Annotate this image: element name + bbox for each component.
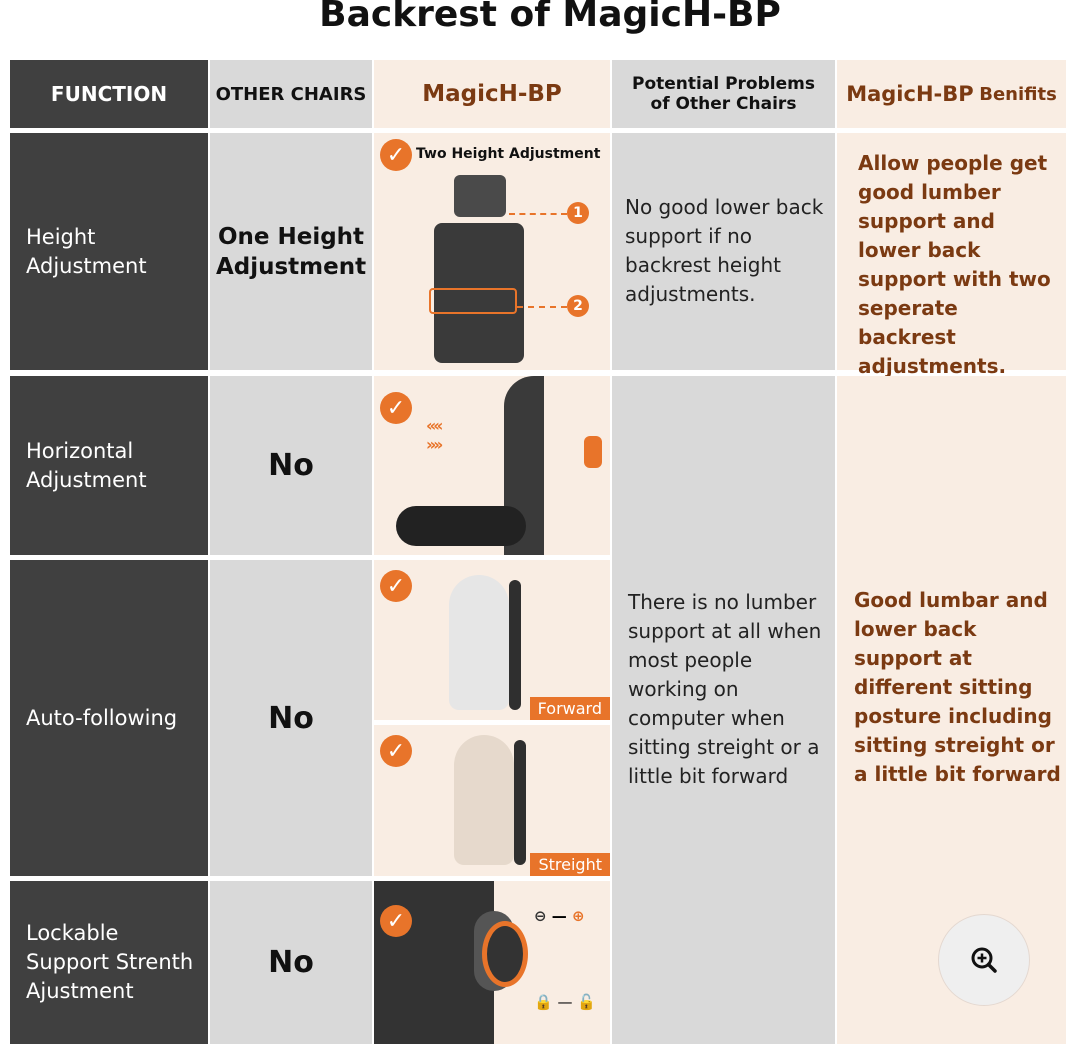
check-icon: ✓ (380, 905, 412, 937)
marker-1: 1 (567, 202, 589, 224)
header-magich: MagicH-BP (374, 60, 610, 128)
headrest-shape (454, 175, 506, 217)
image-caption: Two Height Adjustment (416, 146, 601, 162)
person-shape (454, 735, 514, 865)
person-shape (449, 575, 509, 710)
knob-icon (482, 921, 528, 987)
header-benefits: MagicH-BP Benifits (837, 60, 1066, 128)
check-icon: ✓ (380, 735, 412, 767)
check-icon: ✓ (380, 392, 412, 424)
tag-straight: Streight (530, 853, 610, 876)
arrows-icon: ‹‹‹‹›››› (426, 416, 443, 454)
problem-height: No good lower back support if no backres… (612, 133, 835, 370)
check-icon: ✓ (380, 139, 412, 171)
tag-forward: Forward (529, 697, 610, 720)
function-height: Height Adjustment (10, 133, 208, 370)
chair-backrest-shape (434, 223, 524, 363)
benefit-height: Allow people get good lumber support and… (837, 133, 1066, 378)
lumbar-highlight (429, 288, 517, 314)
other-height: One Height Adjustment (210, 133, 372, 370)
lock-to-unlock-icon: 🔒 — 🔓 (534, 993, 596, 1011)
function-horizontal: Horizontal Adjustment (10, 376, 208, 555)
dashed-line (509, 213, 567, 215)
check-icon: ✓ (380, 570, 412, 602)
problem-lumbar: There is no lumber support at all when m… (612, 376, 835, 1044)
header-problems: Potential Problems of Other Chairs (612, 60, 835, 128)
dashed-line (517, 306, 567, 308)
header-benefits-word: Benifits (979, 83, 1057, 105)
image-horizontal: ✓ ‹‹‹‹›››› (374, 376, 610, 555)
image-lockable: ✓ ⊖ — ⊕ 🔒 — 🔓 (374, 881, 610, 1044)
image-two-height: ✓ Two Height Adjustment 1 2 (374, 133, 610, 370)
function-lockable: Lockable Support Strenth Ajustment (10, 881, 208, 1044)
zoom-in-icon (971, 947, 997, 973)
marker-2: 2 (567, 295, 589, 317)
minus-to-plus-icon: ⊖ — ⊕ (534, 907, 585, 925)
chair-backrest-shape (514, 740, 526, 865)
other-lockable: No (210, 881, 372, 1044)
image-forward: ✓ Forward (374, 560, 610, 720)
chair-seat-shape (396, 506, 526, 546)
header-other-chairs: OTHER CHAIRS (210, 60, 372, 128)
knob-shape (584, 436, 602, 468)
chair-backrest-shape (509, 580, 521, 710)
header-function: FUNCTION (10, 60, 208, 128)
header-benefits-brand: MagicH-BP (846, 82, 974, 106)
zoom-in-button[interactable] (938, 914, 1030, 1006)
function-auto-following: Auto-following (10, 560, 208, 876)
other-horizontal: No (210, 376, 372, 555)
other-auto-following: No (210, 560, 372, 876)
page-title: Backrest of MagicH-BP (319, 0, 781, 35)
image-straight: ✓ Streight (374, 725, 610, 876)
